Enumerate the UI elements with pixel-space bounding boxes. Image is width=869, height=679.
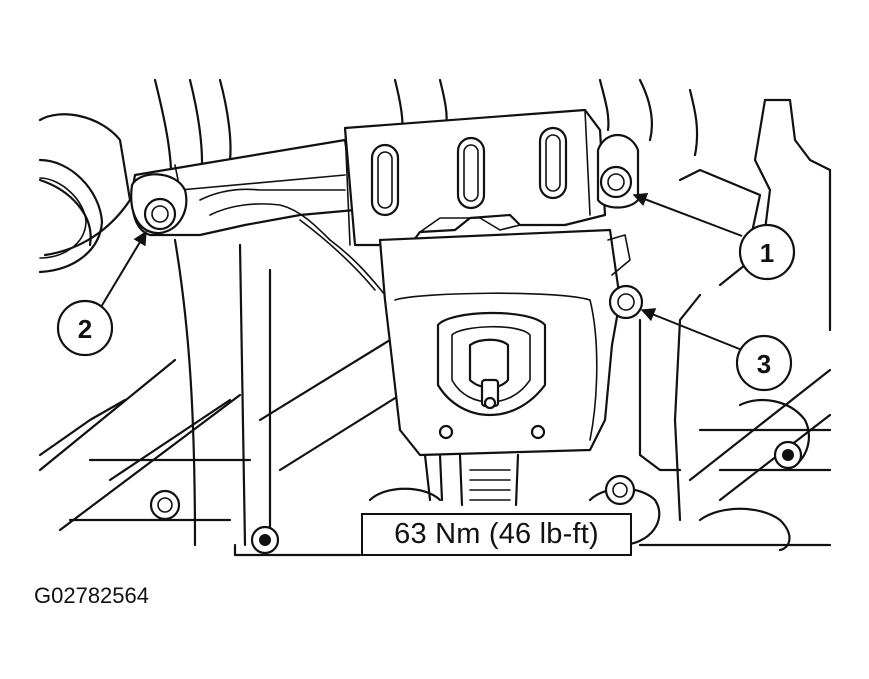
upper-right-bolt <box>596 134 640 209</box>
callout-number-2: 2 <box>78 314 92 344</box>
leader-line-3 <box>640 308 743 351</box>
lower-right-bolt <box>608 284 644 320</box>
callout-2: 2 <box>56 299 114 357</box>
callout-1: 1 <box>738 223 796 281</box>
callout-number-3: 3 <box>757 349 771 379</box>
left-bolt <box>130 173 188 235</box>
callout-number-1: 1 <box>760 238 774 268</box>
figure-id-label: G02782564 <box>34 583 149 608</box>
torque-spec-label: 63 Nm (46 lb-ft) <box>361 513 632 556</box>
background-bolt-left <box>149 489 181 521</box>
callout-3: 3 <box>735 334 793 392</box>
background-bolt-mid <box>604 474 636 506</box>
leader-line-1 <box>632 192 743 237</box>
mount-body <box>378 228 631 507</box>
left-housing-bore <box>38 158 104 274</box>
slotted-bracket <box>343 108 607 247</box>
leader-line-2 <box>97 230 147 313</box>
